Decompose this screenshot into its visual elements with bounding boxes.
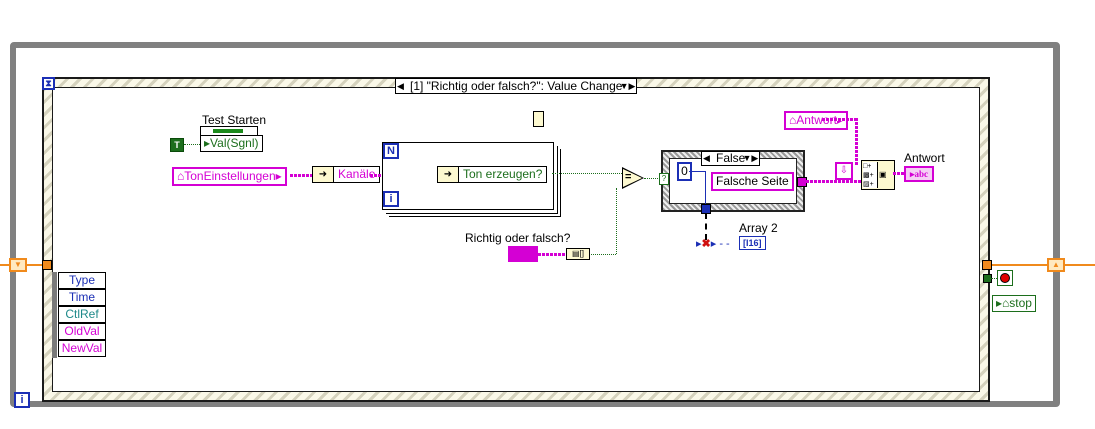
property-node-header [200, 126, 258, 135]
richtig-oder-falsch-control[interactable] [508, 246, 538, 262]
event-case-label: [1] "Richtig oder falsch?": Value Change [410, 79, 623, 93]
test-starten-label: Test Starten [202, 113, 267, 127]
house-icon: ⌂ [1002, 296, 1010, 310]
next-case-arrow-icon[interactable]: ▼▶ [742, 153, 759, 163]
antwort-local-variable[interactable]: ⌂Antwort▸ [784, 111, 848, 130]
kanaele-unbundle[interactable]: ➜ Kanäle [312, 166, 381, 183]
ton-einstellungen-label: TonEinstellungen [184, 169, 276, 183]
down-arrow-constant-icon[interactable]: ⇩ [835, 162, 853, 180]
concatenate-strings-function[interactable]: □+▩+▨+ ▣ [861, 160, 895, 190]
string-wire [806, 180, 862, 183]
antwort-type: abc [914, 169, 929, 179]
true-constant-label: T [174, 140, 180, 150]
case-selector-terminal: ? [659, 173, 669, 185]
equal-function[interactable] [623, 169, 642, 187]
boolean-wire [644, 178, 662, 179]
integer-wire [689, 171, 706, 209]
stop-condition-terminal[interactable] [997, 270, 1013, 286]
string-wire [855, 118, 858, 166]
string-wire [893, 172, 905, 175]
prev-case-arrow-icon[interactable]: ◀ [397, 81, 404, 91]
case-selector-label: False [716, 151, 746, 165]
equal-icon: = [625, 171, 632, 183]
string-wire [290, 174, 312, 177]
house-icon: ⌂ [789, 113, 797, 127]
shift-register-left[interactable]: ▼ [9, 258, 27, 272]
kanaele-label: Kanäle [338, 167, 376, 181]
event-data-ctlref[interactable]: CtlRef [58, 306, 106, 323]
for-loop-count-terminal: N [383, 143, 399, 159]
array-node[interactable]: ▤[] [566, 248, 590, 260]
boolean-wire [588, 254, 616, 255]
string-wire [822, 118, 856, 121]
event-case-selector[interactable]: ◀ [1] "Richtig oder falsch?": Value Chan… [395, 78, 638, 94]
empty-node[interactable] [533, 111, 544, 127]
arrow-icon: ➜ [438, 167, 459, 182]
boolean-array-wire [552, 173, 624, 174]
event-data-newval[interactable]: NewVal [58, 340, 106, 357]
stop-local-label: stop [1009, 296, 1032, 310]
stop-icon [1000, 273, 1010, 283]
array2-indicator[interactable]: [I16] [739, 236, 766, 250]
antwort-label: Antwort [904, 151, 945, 165]
next-case-arrow-icon[interactable]: ▼▶ [619, 81, 636, 91]
boolean-wire [991, 278, 997, 279]
val-sgnl-property[interactable]: ▸Val(Sgnl) [200, 135, 263, 152]
string-wire [538, 253, 566, 256]
broken-wire [705, 213, 707, 240]
while-loop[interactable] [10, 42, 1060, 407]
event-tunnel-right [982, 260, 992, 270]
antwort-indicator[interactable]: ▸abc [904, 166, 935, 182]
boolean-wire [616, 188, 617, 254]
true-constant[interactable]: T [170, 138, 184, 152]
antwort-local-label: Antwort [796, 113, 837, 127]
i-label: i [389, 193, 393, 205]
array2-type: I16 [746, 238, 759, 248]
array2-label: Array 2 [739, 221, 778, 235]
n-label: N [387, 145, 395, 157]
event-data-time[interactable]: Time [58, 289, 106, 306]
falsche-seite-constant[interactable]: Falsche Seite [711, 172, 794, 191]
falsche-seite-label: Falsche Seite [716, 174, 789, 188]
ton-erzeugen-unbundle[interactable]: ➜ Ton erzeugen? [437, 166, 548, 183]
event-data-oldval[interactable]: OldVal [58, 323, 106, 340]
house-icon: ⌂ [177, 169, 185, 183]
shift-register-right[interactable]: ▲ [1047, 258, 1065, 272]
event-tunnel-left [42, 260, 52, 270]
case-selector[interactable]: ◀ False ▼▶ [701, 151, 761, 166]
richtig-oder-falsch-label: Richtig oder falsch? [465, 231, 571, 245]
ton-einstellungen-local-variable[interactable]: ⌂TonEinstellungen▸ [172, 167, 287, 186]
event-data-type[interactable]: Type [58, 272, 106, 289]
iteration-label: i [20, 394, 24, 406]
prev-case-arrow-icon[interactable]: ◀ [703, 153, 710, 163]
broken-wire-icon: ▸✖▸ - - [696, 238, 730, 250]
constant-value: 0 [681, 164, 688, 178]
while-loop-iteration-terminal: i [14, 392, 30, 408]
boolean-wire [184, 144, 200, 145]
stop-local-variable[interactable]: ▸⌂stop [992, 295, 1036, 312]
arrow-icon: ➜ [313, 167, 334, 182]
hourglass-icon: ⧗ [42, 77, 55, 90]
for-loop-iteration-terminal: i [383, 191, 399, 207]
ton-erzeugen-label: Ton erzeugen? [463, 167, 543, 181]
val-sgnl-label: Val(Sgnl) [210, 136, 259, 150]
